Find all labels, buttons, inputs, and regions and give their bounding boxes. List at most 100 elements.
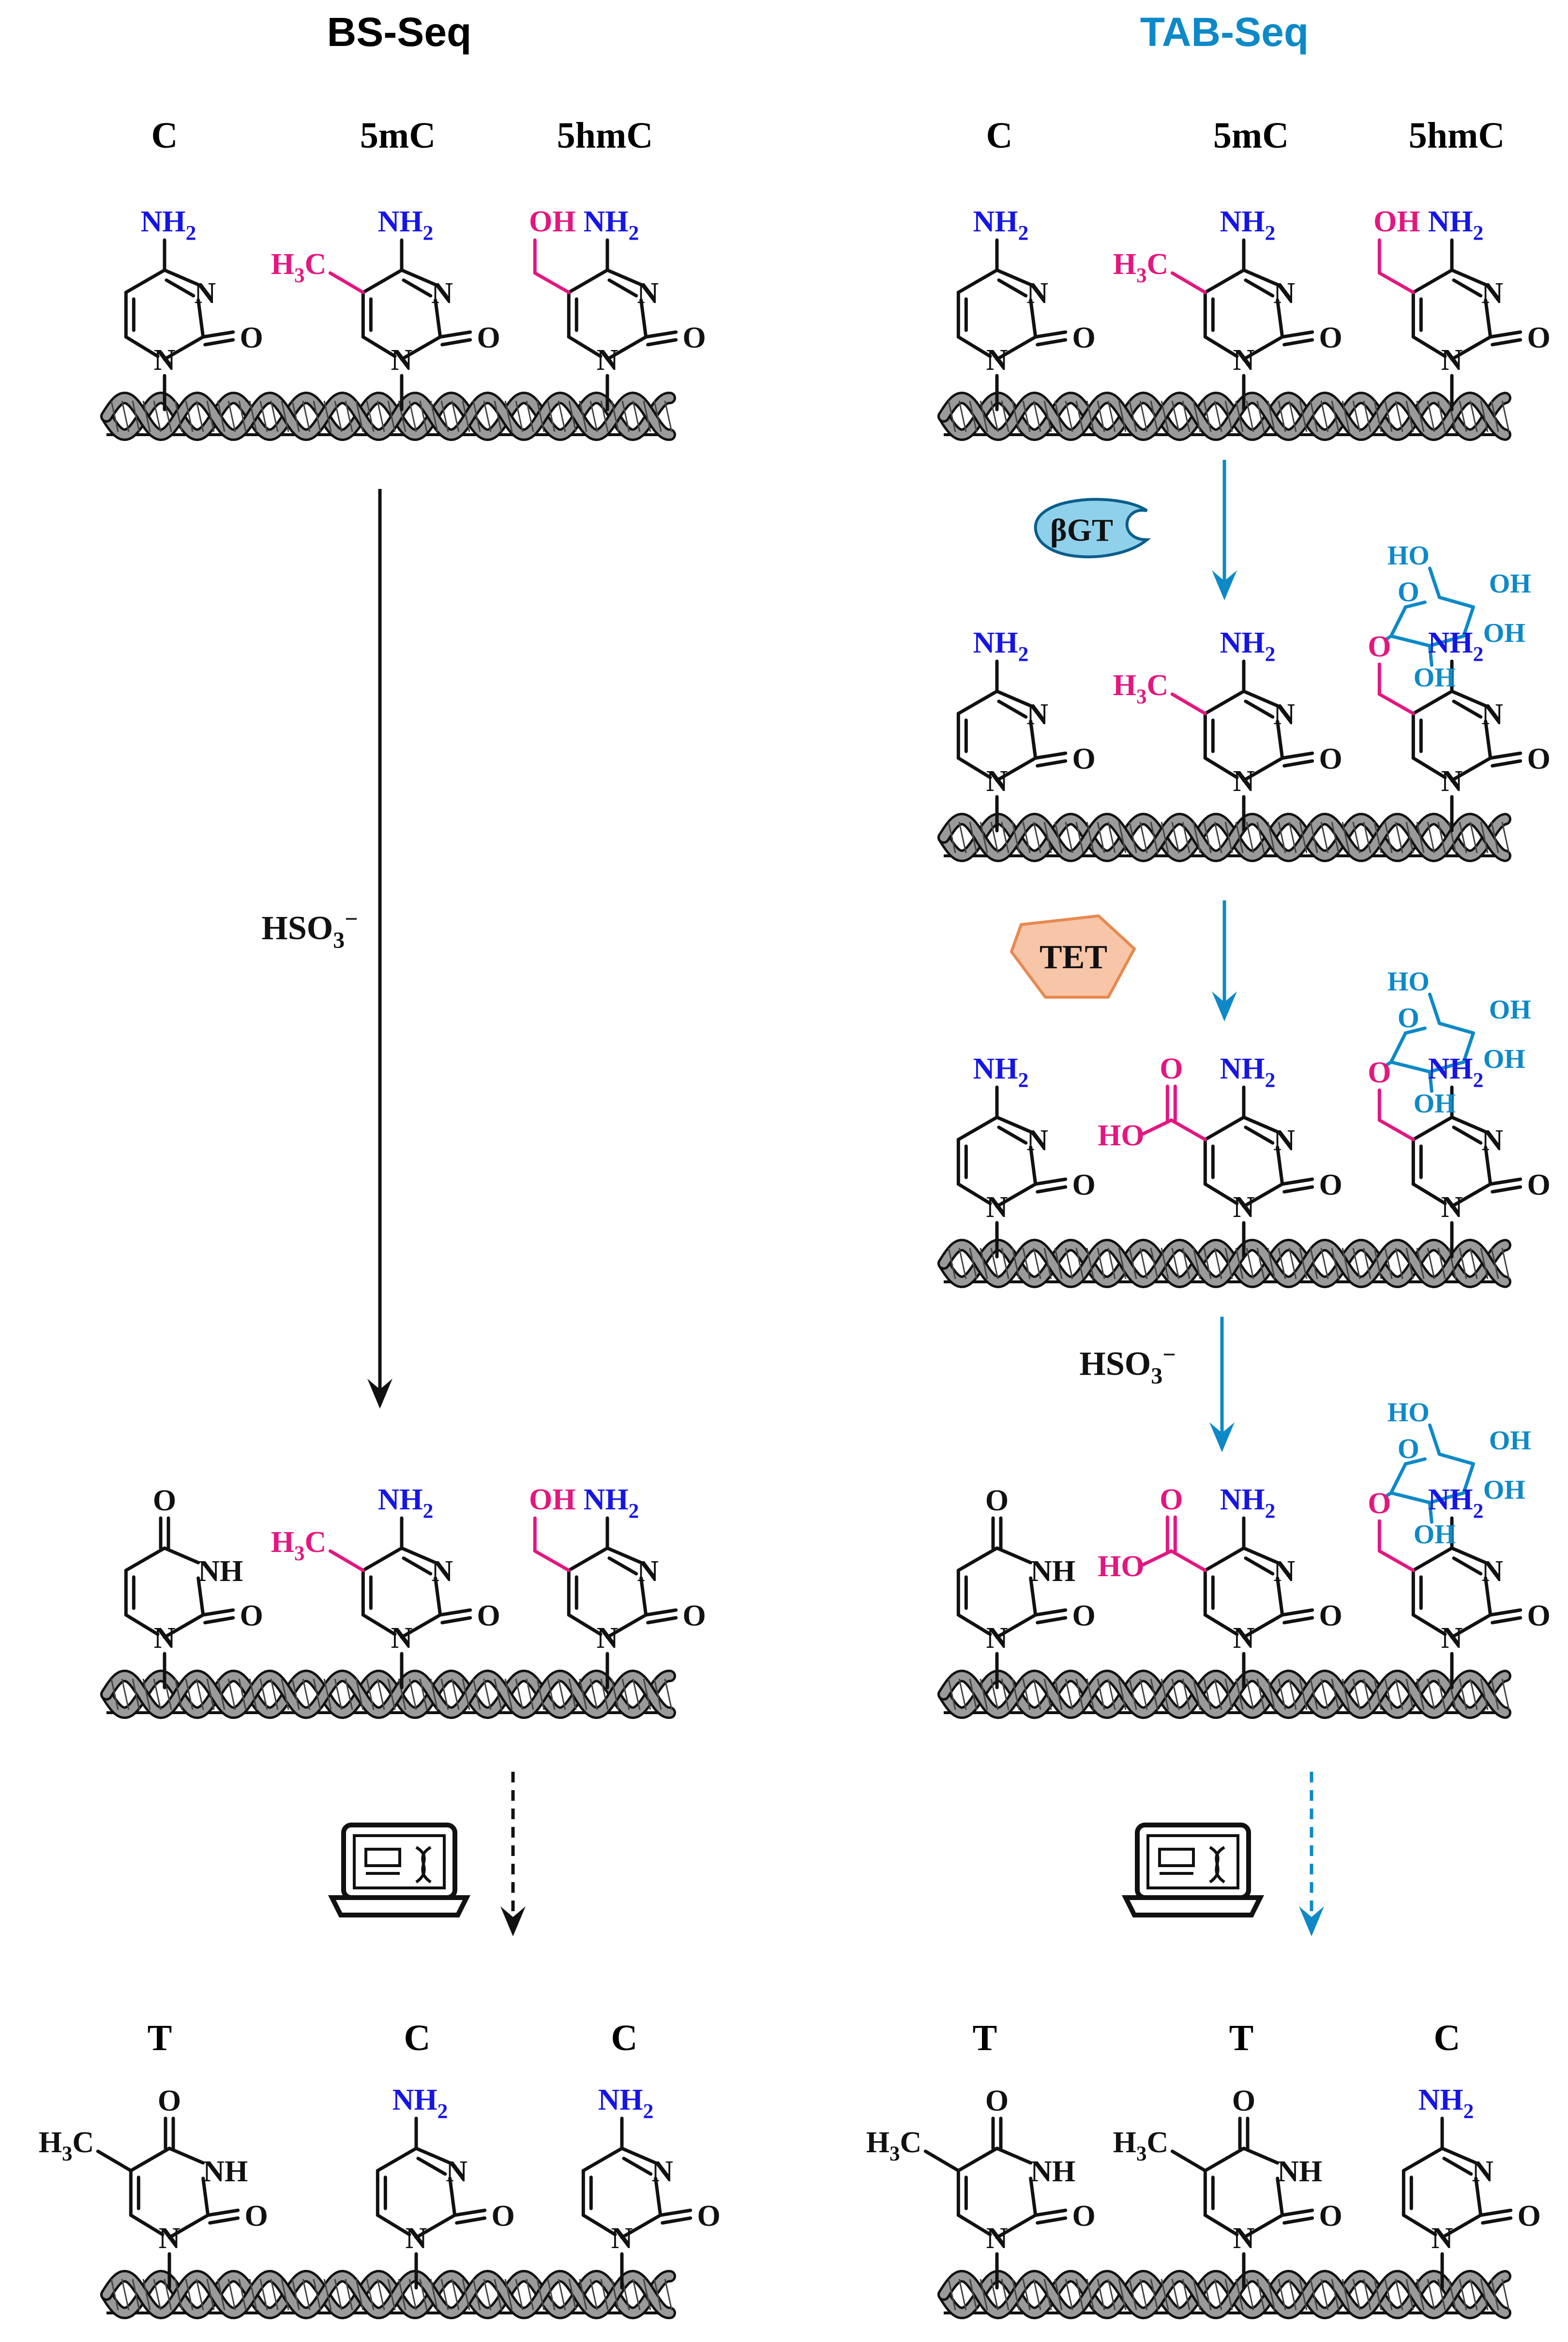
bond	[646, 1616, 678, 1625]
bond	[1450, 335, 1493, 361]
dna-helix-tab-2	[937, 812, 1511, 863]
helix-hatch	[1011, 2279, 1020, 2311]
helix-hatch	[1278, 400, 1286, 432]
helix-hatch	[1001, 1678, 1010, 1710]
bond	[1403, 1026, 1427, 1035]
ring-n1-label: N	[597, 344, 618, 377]
carbonyl-o-label: O	[1072, 1599, 1096, 1632]
helix-hatch	[1118, 1247, 1127, 1279]
bond	[124, 1546, 166, 1572]
helix-hatch	[1256, 2279, 1265, 2311]
helix-hatch	[259, 400, 268, 432]
helix-hatch	[323, 1678, 332, 1710]
helix-hatch	[547, 400, 556, 432]
bond	[1411, 1182, 1447, 1205]
dna-helix-bs-top	[100, 391, 676, 441]
tab-col-label-5mc: 5mC	[1213, 115, 1289, 156]
helix-hatch	[1086, 2279, 1095, 2311]
sugar-oh-label: OH	[1489, 1426, 1531, 1456]
helix-hatch	[1437, 400, 1446, 432]
ring-n3-label: N	[1273, 1124, 1295, 1157]
process-arrow	[1299, 1772, 1324, 1936]
helix-hatch	[1427, 1678, 1435, 1710]
bond	[124, 335, 160, 358]
helix-hatch	[1501, 400, 1510, 432]
helix-hatch	[259, 1678, 268, 1710]
process-arrow	[1212, 460, 1237, 600]
helix-hatch	[1310, 1678, 1318, 1710]
helix-strand	[103, 394, 674, 439]
helix-hatch	[377, 400, 385, 432]
helix-hatch	[1469, 821, 1478, 853]
bond	[1139, 1118, 1173, 1137]
arrow-head	[1212, 570, 1237, 600]
bond	[1242, 1182, 1284, 1208]
helix-hatch	[334, 1678, 343, 1710]
helix-hatch	[1107, 400, 1116, 432]
bs-reagent-label: HSO3−	[261, 906, 358, 953]
helix-hatch	[611, 1678, 619, 1710]
helix-hatch	[1182, 821, 1191, 853]
helix-hatch	[1086, 1678, 1095, 1710]
helix-hatch	[1278, 1247, 1286, 1279]
sugar-ho-label: HO	[1387, 967, 1430, 997]
helix-hatch	[355, 400, 364, 432]
helix-hatch	[1267, 1678, 1276, 1710]
helix-hatch	[1224, 400, 1233, 432]
helix-hatch	[1171, 1247, 1180, 1279]
helix-hatch	[217, 1678, 226, 1710]
arrow-head	[367, 1379, 392, 1409]
ring-n1-label: N	[597, 1622, 618, 1655]
bond	[1203, 2146, 1246, 2173]
helix-hatch	[1256, 821, 1265, 853]
helix-hatch	[1448, 821, 1457, 853]
helix-hatch	[1246, 1247, 1254, 1279]
helix-hatch	[1395, 400, 1403, 432]
ring-n1-label: N	[1233, 2222, 1255, 2255]
helix-hatch	[1033, 821, 1041, 853]
bond	[1036, 1185, 1068, 1194]
amino-label: NH2	[141, 205, 196, 244]
carbonyl-o-label: O	[697, 2200, 721, 2233]
helix-hatch	[238, 400, 247, 432]
helix-hatch	[558, 1678, 566, 1710]
bond	[1389, 1491, 1432, 1505]
ring-n3-label: N	[1026, 277, 1048, 310]
bond	[1036, 338, 1068, 347]
bond	[361, 1546, 404, 1572]
glycosidic-o-label: O	[1368, 1056, 1391, 1089]
helix-hatch	[980, 400, 988, 432]
helix-hatch	[1011, 1678, 1020, 1710]
bond	[995, 268, 1033, 287]
bond	[1276, 719, 1284, 760]
helix-hatch	[185, 400, 194, 432]
helix-hatch	[621, 1678, 630, 1710]
bond	[124, 1613, 160, 1636]
bond	[1450, 1613, 1493, 1639]
helix-hatch	[990, 1247, 999, 1279]
helix-hatch	[430, 1678, 438, 1710]
bond	[1281, 1177, 1314, 1186]
helix-hatch	[1192, 1247, 1201, 1279]
helix-hatch	[238, 1678, 247, 1710]
helix-hatch	[1107, 821, 1116, 853]
helix-hatch	[1097, 400, 1105, 432]
bond	[567, 1546, 609, 1572]
bond	[448, 2176, 457, 2217]
carbonyl-o-label: O	[477, 1599, 500, 1632]
helix-hatch	[1054, 1678, 1063, 1710]
bond	[1169, 1549, 1207, 1572]
helix-hatch	[547, 2279, 556, 2311]
helix-hatch	[632, 400, 641, 432]
helix-hatch	[1182, 2279, 1191, 2311]
helix-hatch	[1065, 1678, 1073, 1710]
bond	[1428, 1491, 1465, 1505]
helix-hatch	[249, 1678, 257, 1710]
bond	[1452, 278, 1483, 298]
tab-result-label-1: T	[973, 2018, 997, 2058]
helix-hatch	[1310, 821, 1318, 853]
helix-hatch	[1086, 400, 1095, 432]
c4-oxo-label: O	[1232, 2084, 1255, 2117]
helix-hatch	[1022, 1678, 1031, 1710]
helix-hatch	[1235, 400, 1244, 432]
